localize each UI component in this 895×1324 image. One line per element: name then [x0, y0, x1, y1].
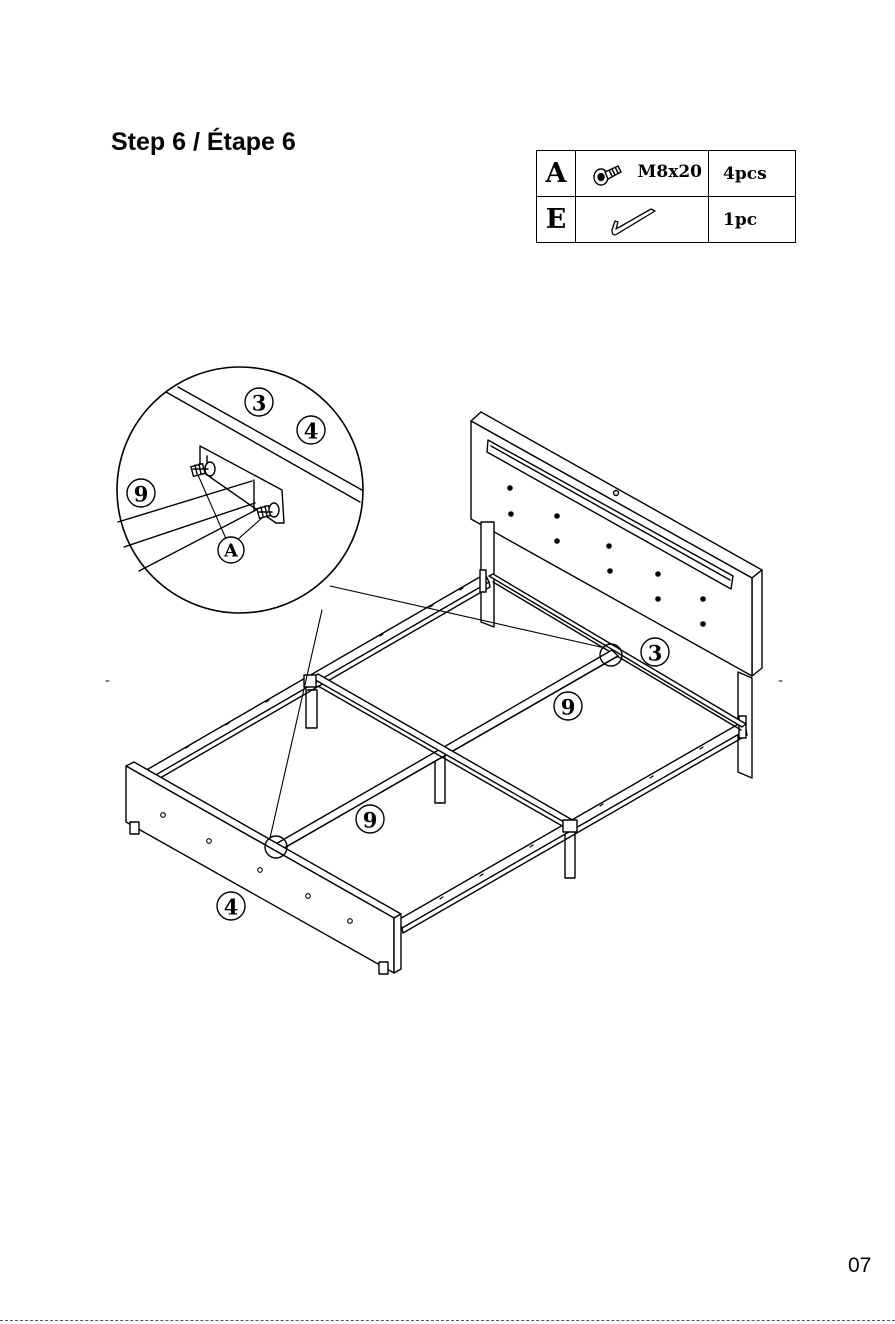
callout-3: 3 — [252, 391, 267, 416]
callout-4: 4 — [224, 895, 239, 920]
callout-9: 9 — [561, 695, 576, 720]
page-number: 07 — [848, 1254, 871, 1278]
callout-4: 4 — [304, 419, 319, 444]
footboard — [126, 762, 401, 974]
callout-9: 9 — [363, 808, 378, 833]
page-bottom-rule — [0, 1320, 895, 1321]
callout-9: 9 — [134, 482, 149, 507]
callout-3: 3 — [648, 641, 663, 666]
callout-A: A — [223, 541, 239, 562]
headboard — [471, 412, 762, 676]
